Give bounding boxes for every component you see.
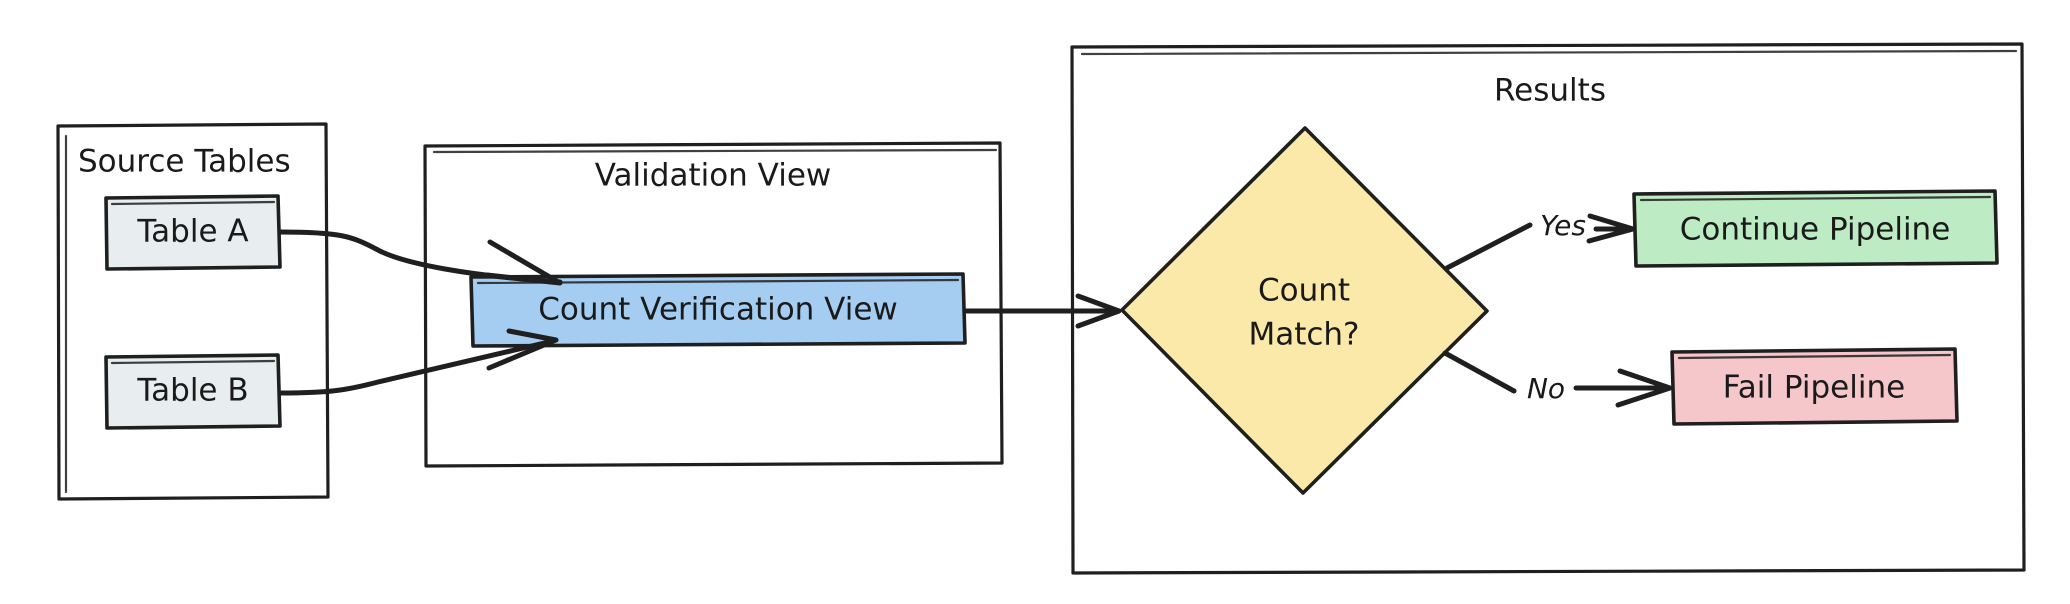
fail-pipeline-label: Fail Pipeline (1723, 370, 1905, 406)
table-b-label: Table B (136, 373, 248, 409)
edge-decision-yes-label: Yes (1540, 209, 1586, 242)
edge-table-b-to-count-verification-view (277, 328, 559, 396)
edge-count-verification-view-to-decision (962, 293, 1122, 329)
node-table-a[interactable]: Table A (104, 194, 282, 271)
node-count-match-decision[interactable]: Count Match? (1120, 126, 1489, 495)
edge-decision-no-label: No (1527, 372, 1565, 405)
node-continue-pipeline[interactable]: Continue Pipeline (1632, 189, 1999, 268)
count-match-decision-shape[interactable] (1120, 126, 1489, 495)
edge-decision-no-line (1442, 350, 1517, 394)
edge-table-b-arrowhead (486, 328, 559, 371)
edge-decision-no-arrowhead (1615, 368, 1673, 408)
source-tables-container[interactable] (56, 122, 330, 501)
count-match-decision-label-line-2: Match? (1248, 317, 1359, 353)
edge-decision-yes-arrowhead (1586, 213, 1636, 244)
edge-table-a-arrowhead (484, 239, 563, 286)
node-fail-pipeline[interactable]: Fail Pipeline (1670, 347, 1959, 426)
count-verification-view-shape[interactable] (469, 272, 967, 348)
count-match-decision-label-line-1: Count (1258, 273, 1350, 309)
table-b-shape-shadow (110, 359, 276, 365)
continue-pipeline-label: Continue Pipeline (1680, 212, 1951, 248)
fail-pipeline-shape[interactable] (1670, 347, 1959, 426)
source-tables-label: Source Tables (78, 144, 291, 180)
results-label: Results (1494, 73, 1606, 109)
edge-decision-yes: Yes (1444, 209, 1636, 271)
table-a-shape[interactable] (104, 194, 282, 271)
group-source-tables[interactable]: Source Tables (56, 122, 330, 501)
edge-decision-yes-line (1444, 222, 1533, 271)
validation-view-container-shadow (432, 148, 998, 154)
results-container-shadow (1080, 49, 2018, 56)
table-a-shape-shadow (110, 200, 276, 206)
edge-table-a-to-count-verification-view (277, 229, 563, 286)
edge-decision-no: No (1442, 350, 1673, 408)
edge-table-b-line (277, 338, 556, 396)
node-table-b[interactable]: Table B (104, 353, 282, 430)
table-b-shape[interactable] (104, 353, 282, 430)
validation-view-label: Validation View (595, 158, 832, 194)
table-a-label: Table A (136, 214, 248, 250)
count-verification-view-label: Count Verification View (538, 292, 898, 328)
edge-view-to-decision-arrowhead (1075, 293, 1122, 329)
node-count-verification-view[interactable]: Count Verification View (469, 272, 967, 348)
continue-pipeline-shape-shadow (1639, 195, 1992, 202)
fail-pipeline-shape-shadow (1677, 353, 1952, 360)
continue-pipeline-shape[interactable] (1632, 189, 1999, 268)
